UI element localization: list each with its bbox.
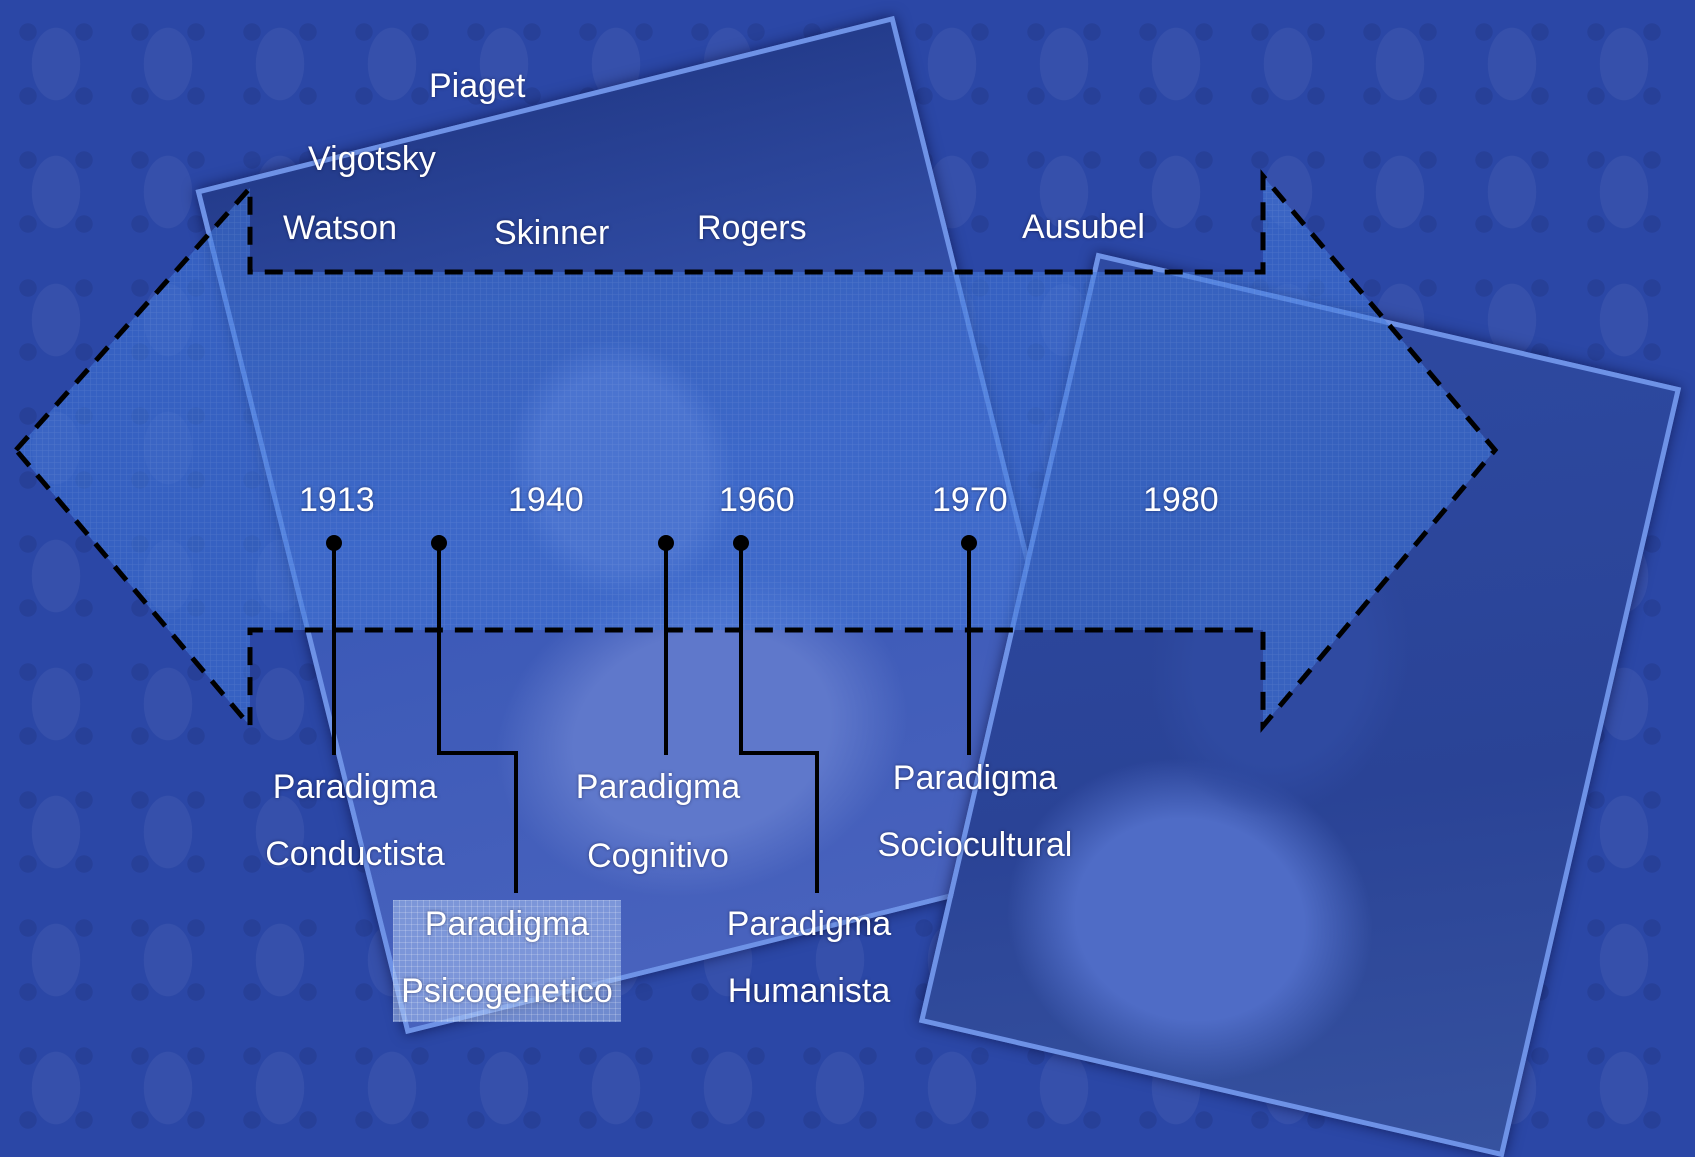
scientist-ausubel: Ausubel bbox=[1022, 208, 1145, 246]
paradigm-psicogenetico-line2: Psicogenetico bbox=[401, 972, 613, 1010]
timeline-scene: Piaget Vigotsky Watson Skinner Rogers Au… bbox=[12, 15, 1682, 1157]
paradigm-sociocultural-line1: Paradigma bbox=[892, 759, 1058, 797]
scientist-watson: Watson bbox=[283, 209, 398, 247]
dot-sociocultural bbox=[961, 535, 977, 551]
double-arrow-outline bbox=[12, 169, 1499, 733]
paradigm-cognitivo-line2: Cognitivo bbox=[587, 837, 729, 875]
dot-conductista bbox=[326, 535, 342, 551]
paradigm-psicogenetico-line1: Paradigma bbox=[424, 905, 590, 943]
psicogenetico-highlight bbox=[393, 900, 621, 1022]
dot-humanista bbox=[733, 535, 749, 551]
year-label: 1940 bbox=[508, 481, 584, 519]
connector-humanista bbox=[739, 543, 819, 893]
scientist-piaget: Piaget bbox=[429, 67, 526, 105]
paradigm-sociocultural-line2: Sociocultural bbox=[877, 826, 1073, 864]
paradigm-humanista-line2: Humanista bbox=[727, 972, 891, 1010]
dot-cognitivo bbox=[658, 535, 674, 551]
scientist-vigotsky: Vigotsky bbox=[308, 140, 436, 178]
year-label: 1960 bbox=[719, 481, 795, 519]
connector-psicogenetico bbox=[437, 543, 518, 893]
paradigm-humanista-line1: Paradigma bbox=[726, 905, 892, 943]
paradigm-conductista-line1: Paradigma bbox=[272, 768, 438, 806]
connector-dots bbox=[326, 535, 977, 551]
scientist-rogers: Rogers bbox=[697, 209, 807, 247]
year-label: 1980 bbox=[1143, 481, 1219, 519]
dot-psicogenetico bbox=[431, 535, 447, 551]
year-label: 1970 bbox=[932, 481, 1008, 519]
paradigm-conductista-line2: Conductista bbox=[265, 835, 445, 873]
timeline-arrow-graphic bbox=[12, 169, 1499, 893]
year-label: 1913 bbox=[299, 481, 375, 519]
scientist-skinner: Skinner bbox=[494, 214, 610, 252]
connector-lines bbox=[332, 543, 971, 893]
double-arrow-texture bbox=[16, 176, 1495, 726]
paradigm-cognitivo-line1: Paradigma bbox=[575, 768, 741, 806]
